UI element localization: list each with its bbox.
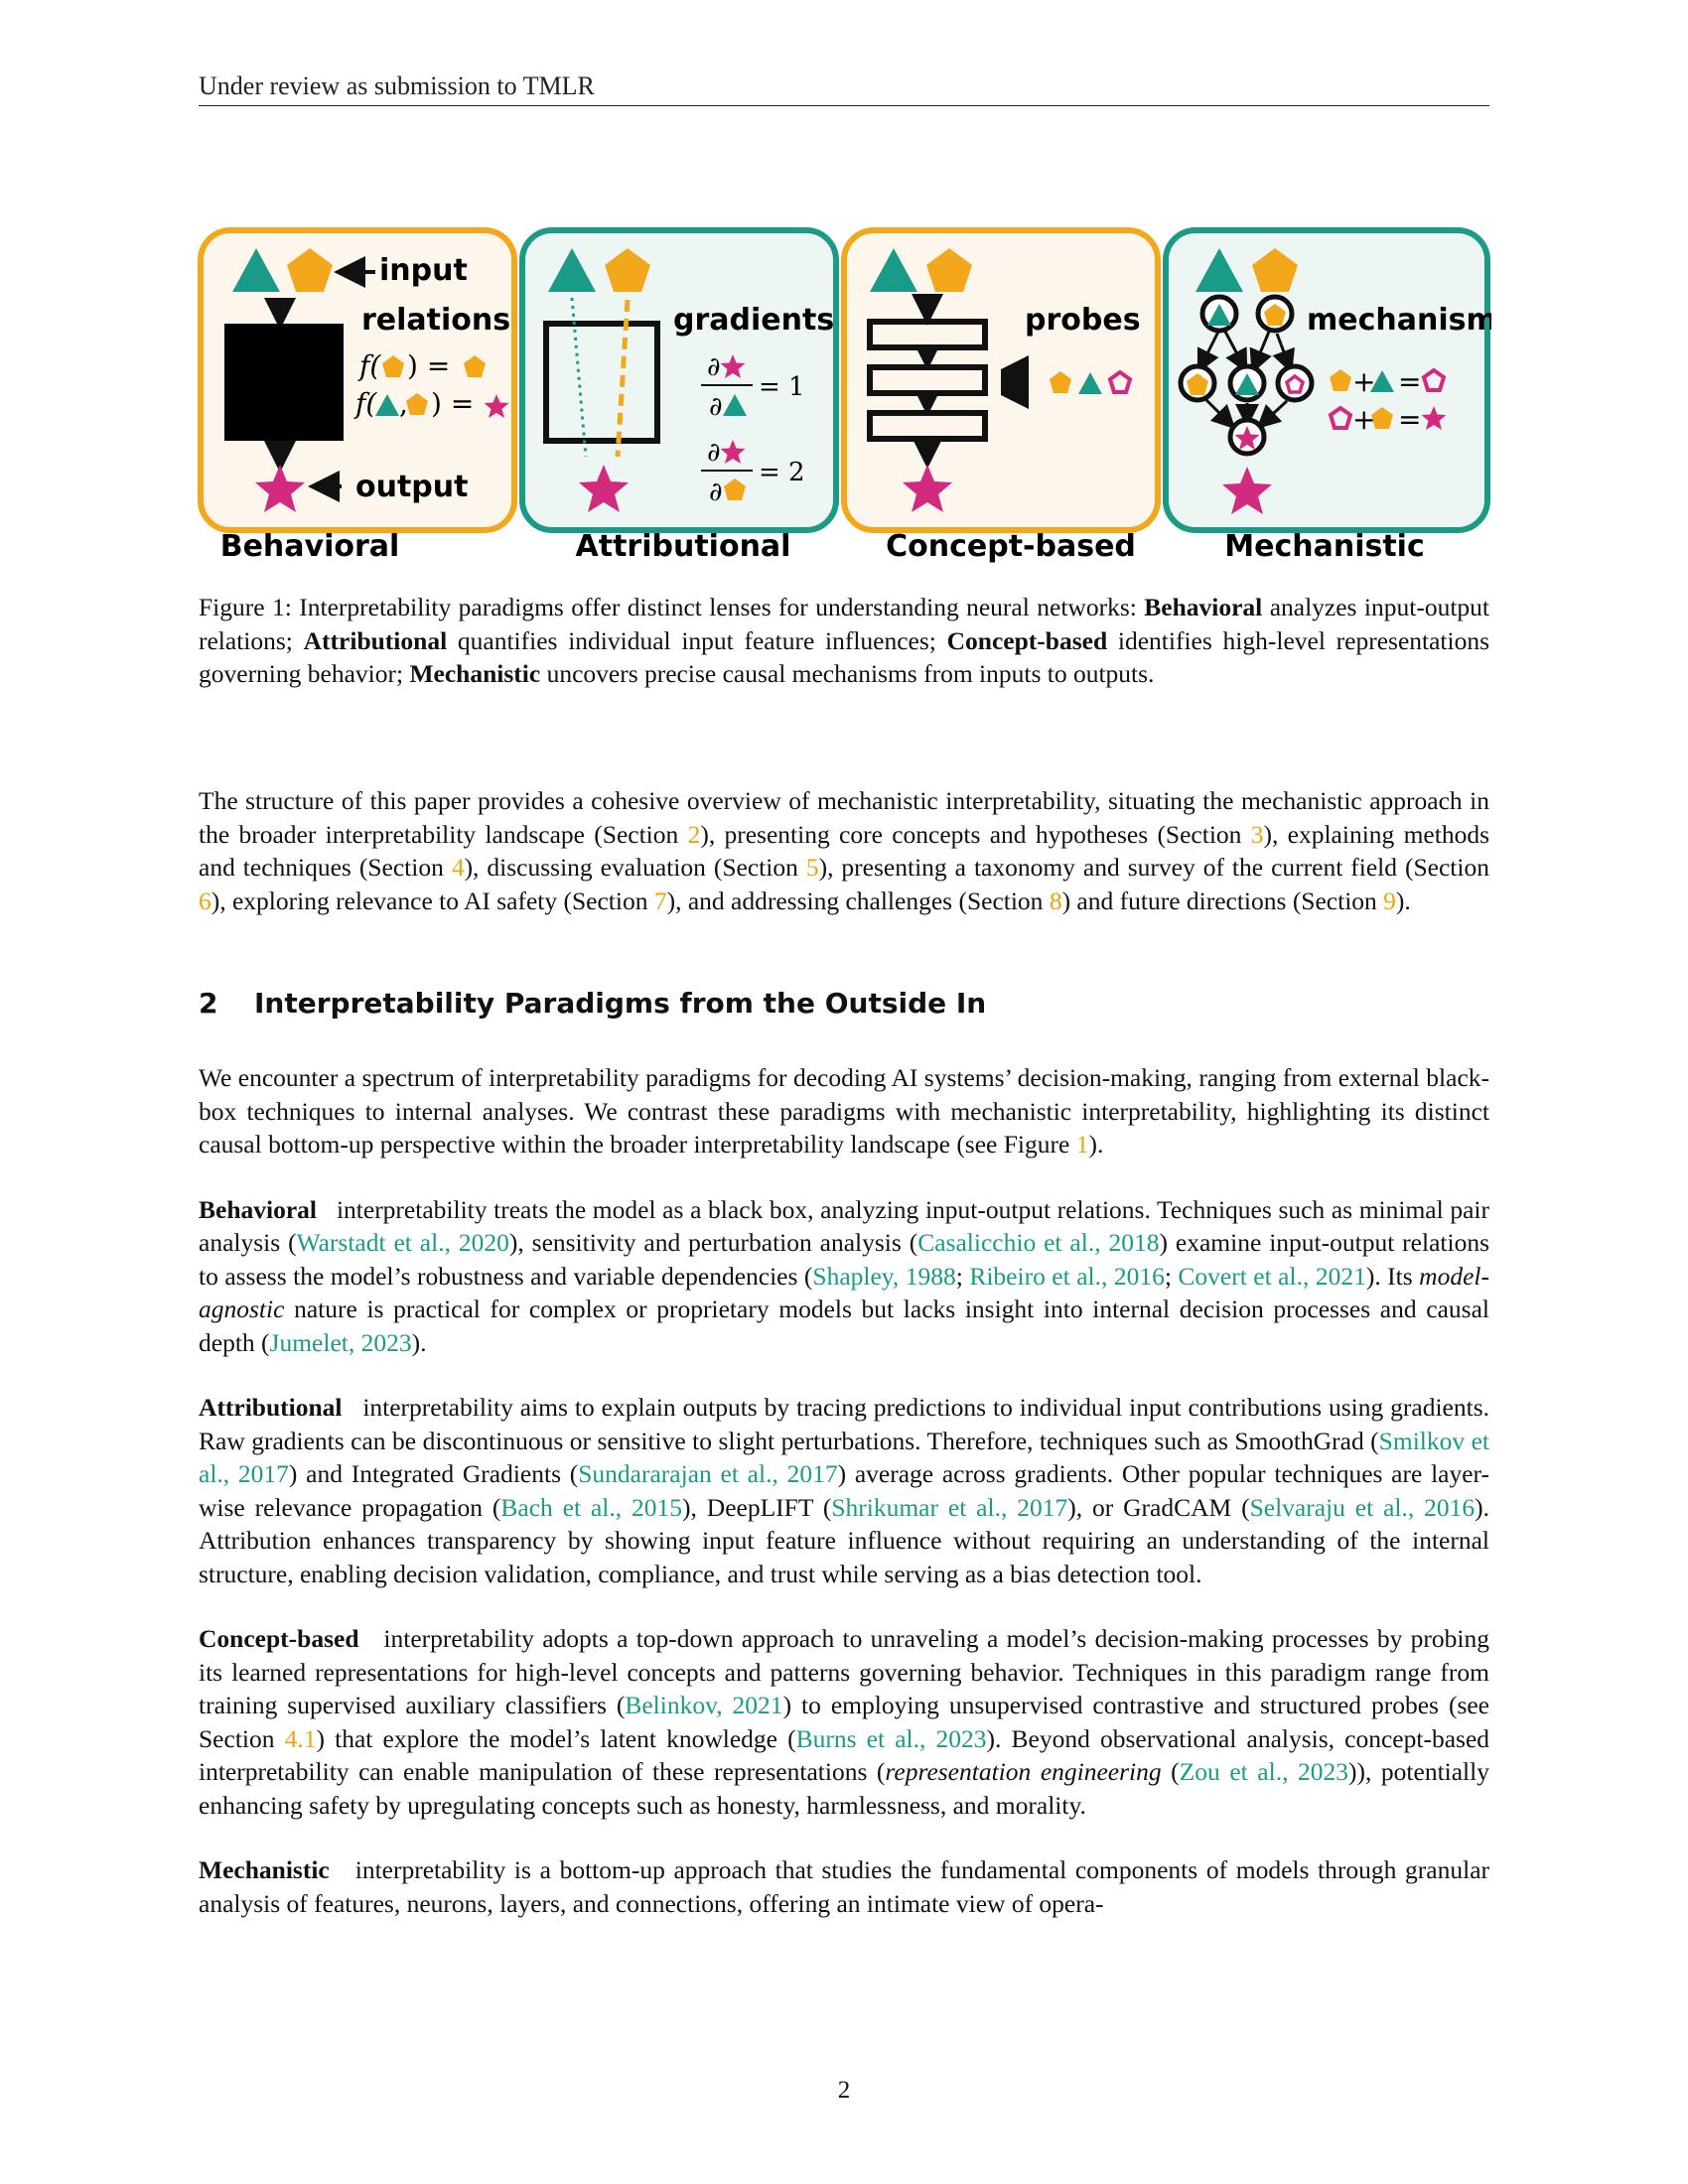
svg-text:∂: ∂	[709, 392, 722, 422]
citation-link[interactable]: Bach et al., 2015	[500, 1492, 683, 1522]
svg-text:= 2: = 2	[759, 458, 805, 487]
svg-text:+: +	[1352, 403, 1375, 436]
panel-label-behavioral: Behavioral	[220, 529, 400, 564]
panel-concept-based: probes Concept-based	[841, 227, 1161, 564]
citation-link[interactable]: Jumelet, 2023	[269, 1327, 412, 1357]
section-body: We encounter a spectrum of interpretabil…	[199, 1061, 1489, 1952]
label-input: input	[379, 253, 468, 288]
section-link[interactable]: 9	[1383, 886, 1396, 915]
svg-text:) =: ) =	[431, 387, 474, 420]
label-output: output	[355, 470, 468, 504]
citation-link[interactable]: Shapley, 1988	[812, 1261, 956, 1291]
label-gradients: gradients	[673, 303, 834, 338]
section-link[interactable]: 4.1	[284, 1723, 317, 1753]
panel-label-attributional: Attributional	[576, 529, 791, 564]
intro-paragraph: We encounter a spectrum of interpretabil…	[199, 1063, 1489, 1159]
section-number: 2	[199, 987, 218, 1020]
mechanistic-paragraph: Mechanistic interpretability is a bottom…	[199, 1855, 1490, 1918]
svg-text:= 1: = 1	[759, 372, 805, 402]
citation-link[interactable]: Belinkov, 2021	[625, 1691, 783, 1719]
label-mechanism: mechanism	[1307, 303, 1491, 338]
citation-link[interactable]: Shrikumar et al., 2017	[831, 1492, 1068, 1522]
citation-link[interactable]: Ribeiro et al., 2016	[969, 1261, 1165, 1291]
panel-attributional: gradients ∂ ∂ = 1 ∂ ∂ = 2 Attributional	[519, 227, 839, 564]
section-link[interactable]: 8	[1049, 886, 1062, 915]
svg-text:+: +	[1352, 365, 1375, 398]
structure-paragraph: The structure of this paper provides a c…	[199, 786, 1490, 915]
label-probes: probes	[1025, 303, 1141, 338]
panel-behavioral: input relations f( ) = f( , ) = output B…	[198, 227, 517, 564]
figure-link[interactable]: 1	[1075, 1130, 1089, 1159]
citation-link[interactable]: Warstadt et al., 2020	[296, 1228, 509, 1257]
section-link[interactable]: 5	[805, 853, 819, 882]
citation-link[interactable]: Selvaraju et al., 2016	[1249, 1492, 1476, 1522]
figure-1: input relations f( ) = f( , ) = output B…	[197, 226, 1491, 572]
citation-link[interactable]: Smilkov et al., 2017	[199, 1426, 1489, 1489]
svg-text:∂: ∂	[709, 478, 722, 507]
section-link[interactable]: 4	[451, 853, 465, 882]
citation-link[interactable]: Sundararajan et al., 2017	[578, 1459, 838, 1488]
citation-link[interactable]: Covert et al., 2021	[1178, 1261, 1366, 1291]
citation-link[interactable]: Zou et al., 2023	[1179, 1757, 1348, 1786]
section-link[interactable]: 6	[199, 886, 211, 915]
behavioral-paragraph: Behavioral interpretability treats the m…	[199, 1194, 1490, 1357]
concept-based-paragraph: Concept-based interpretability adopts a …	[199, 1624, 1490, 1820]
label-relations: relations	[361, 303, 510, 338]
svg-text:,: ,	[399, 387, 408, 420]
page-number: 2	[837, 2077, 851, 2104]
svg-text:=: =	[1398, 365, 1421, 398]
svg-text:∂: ∂	[707, 438, 720, 468]
svg-text:=: =	[1398, 403, 1421, 436]
svg-text:) =: ) =	[407, 349, 450, 382]
svg-text:∂: ∂	[707, 352, 720, 382]
section-link[interactable]: 7	[653, 886, 667, 915]
svg-text:f(: f(	[353, 387, 377, 420]
citation-link[interactable]: Casalicchio et al., 2018	[917, 1228, 1160, 1257]
citation-link[interactable]: Burns et al., 2023	[795, 1723, 987, 1753]
panel-mechanistic: mechanism + = + = Mechanistic	[1163, 227, 1491, 564]
section-link[interactable]: 3	[1250, 819, 1264, 849]
svg-text:f(: f(	[357, 349, 381, 382]
section-heading: 2 Interpretability Paradigms from the Out…	[199, 987, 986, 1020]
section-title: Interpretability Paradigms from the Outs…	[254, 987, 987, 1020]
running-header: Under review as submission to TMLR	[199, 71, 1489, 106]
section-link[interactable]: 2	[687, 819, 701, 849]
panel-label-mechanistic: Mechanistic	[1224, 529, 1425, 564]
panel-label-concept-based: Concept-based	[886, 529, 1136, 564]
figure-caption: Figure 1: Interpretability paradigms off…	[199, 593, 1490, 688]
attributional-paragraph: Attributional interpretability aims to e…	[199, 1393, 1490, 1588]
